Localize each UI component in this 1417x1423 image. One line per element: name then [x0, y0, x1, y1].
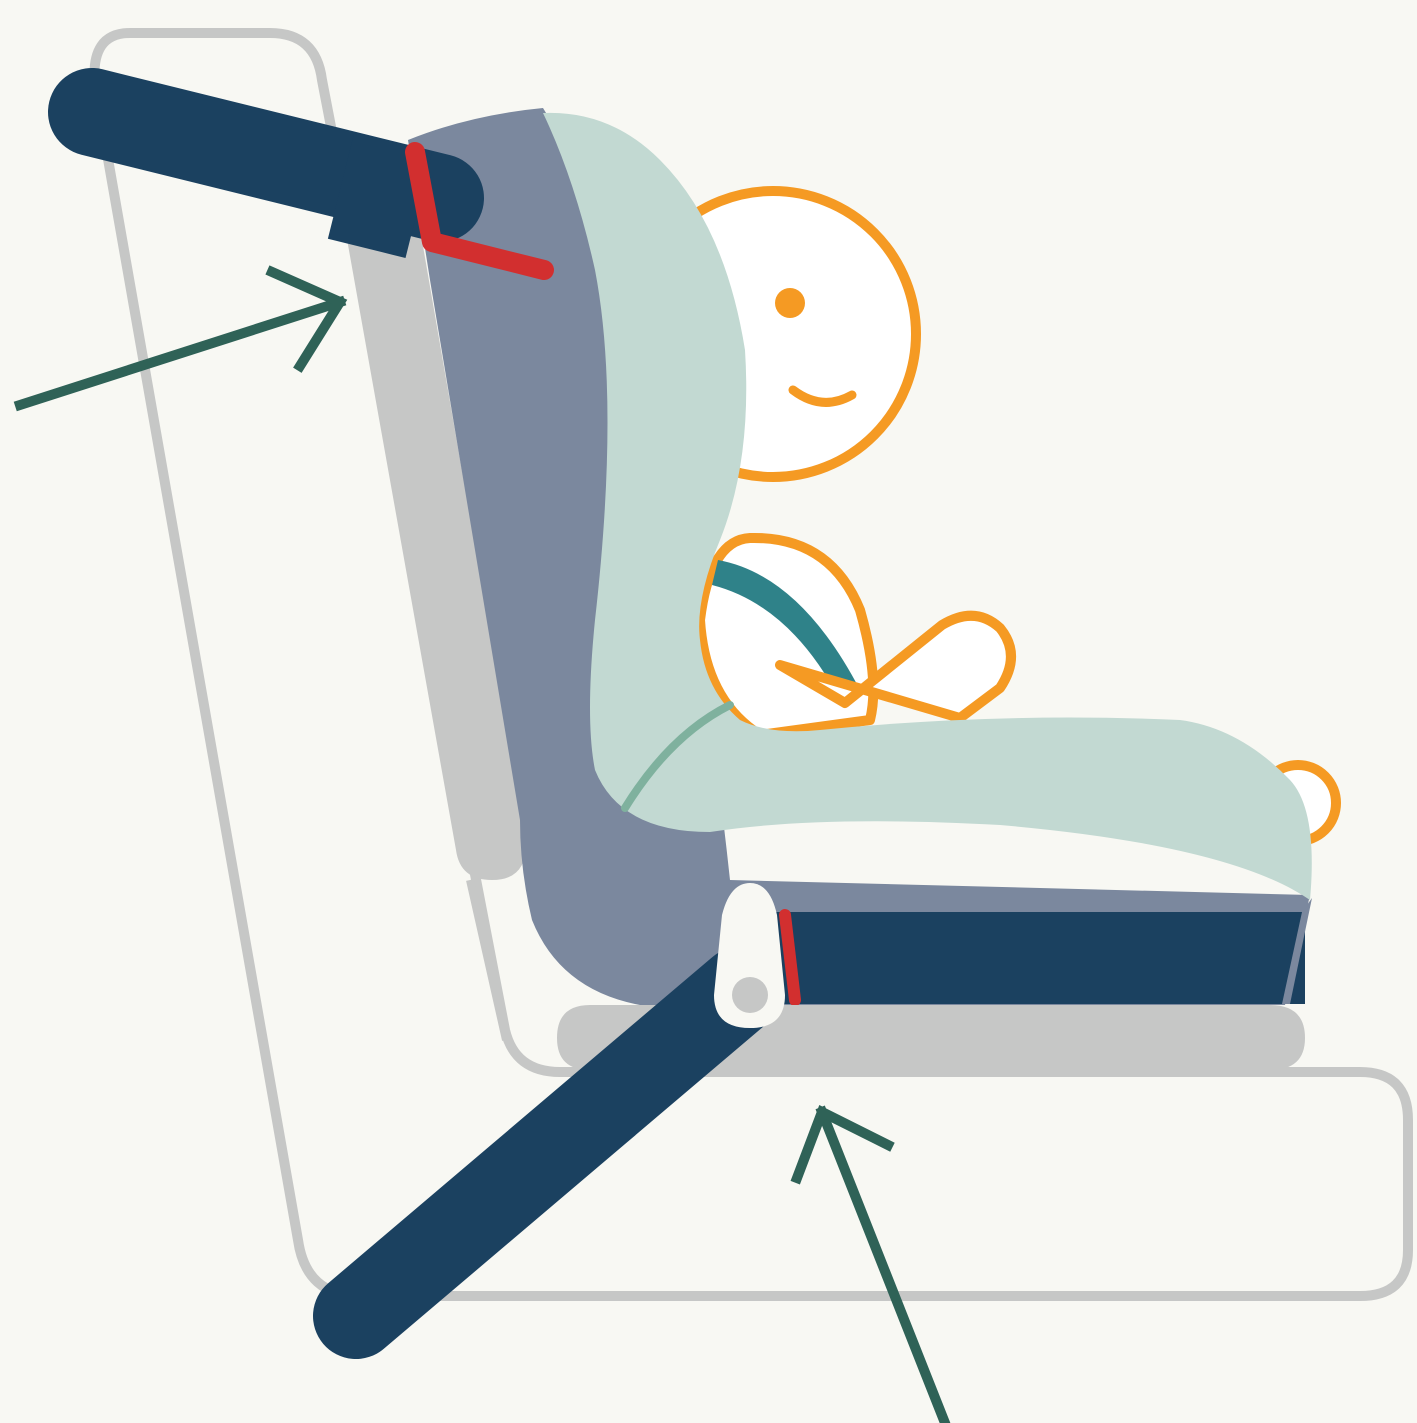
car-seat-rear-support [340, 200, 527, 880]
tether-strap-cover [327, 131, 433, 259]
tether-arrow-head [265, 265, 348, 373]
vehicle-seat-crease [466, 879, 510, 1041]
child-arm [775, 610, 1016, 723]
anchor-arrow-shaft [815, 1105, 951, 1423]
child-eye [775, 288, 805, 318]
anchor-connector-hole [732, 977, 768, 1013]
car-seat-padding [543, 112, 1312, 900]
arrow-pointing-to-lower-anchor-icon [790, 1105, 951, 1423]
harness-shoulder-strap [712, 560, 860, 700]
anchor-arrow-head [790, 1105, 895, 1185]
car-seat-base [735, 912, 1305, 1004]
rear-support-bar [340, 200, 527, 880]
lap-belt-guide [779, 909, 801, 1006]
lap-belt [621, 701, 734, 812]
arrow-pointing-to-top-tether-icon [13, 265, 348, 412]
lower-anchor-connector [714, 883, 785, 1028]
tether-arrow-shaft [13, 295, 347, 412]
car-seat-base-edge [1282, 898, 1312, 1004]
lower-anchor-strap [313, 947, 783, 1359]
child-smile [788, 385, 857, 407]
tether-guide [405, 142, 554, 280]
child-body [695, 532, 1016, 740]
